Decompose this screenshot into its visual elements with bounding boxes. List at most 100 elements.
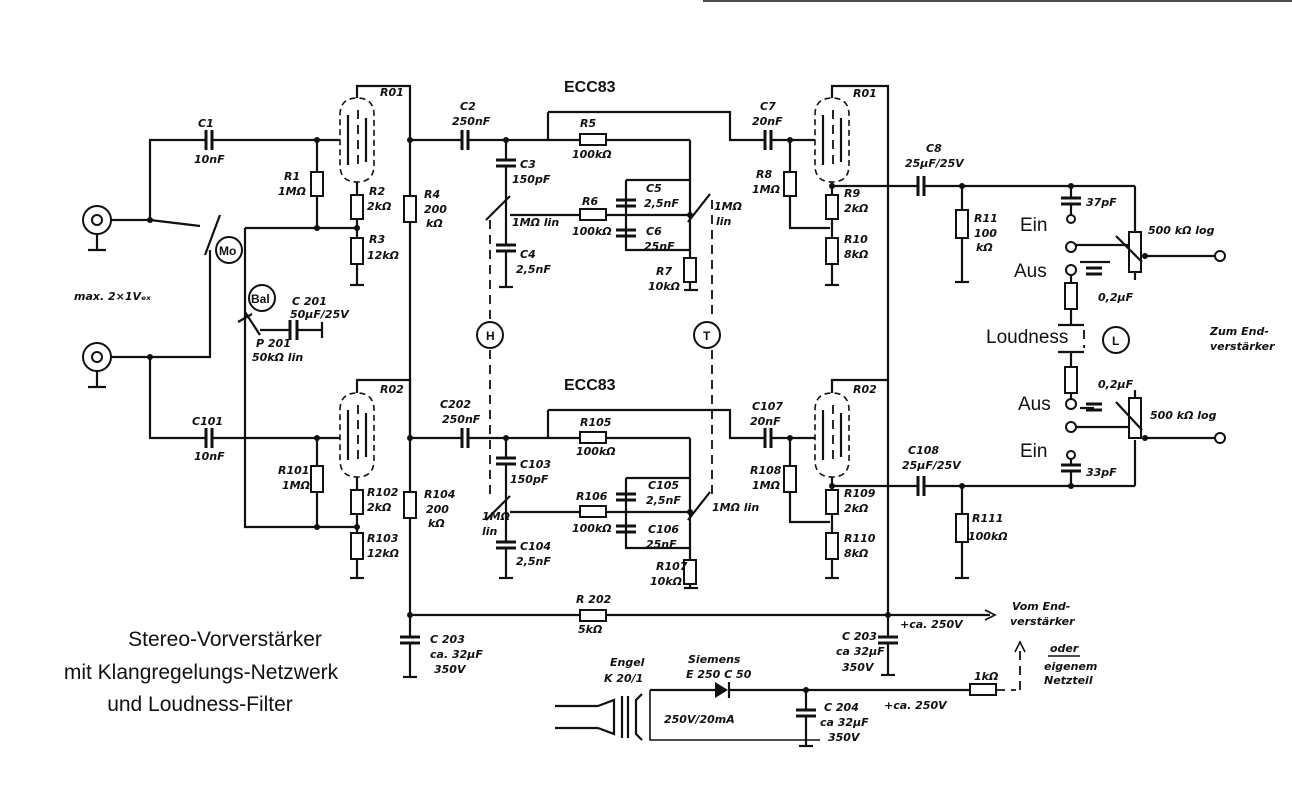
component-label: 150pF [510,473,549,486]
switch-aus-top: Aus [1014,261,1047,282]
component-label: 2,5nF [644,197,679,210]
component-label: 250nF [452,115,491,128]
caption-line-2: mit Klangregelungs-Netzwerk [64,661,339,684]
component-label: R104 [424,488,455,501]
component-label: C 203 [842,630,877,643]
component-label: Vom End- [1012,600,1070,613]
component-label: 20nF [750,415,781,428]
input-jack-right [82,342,112,389]
component-label: R8 [756,168,772,181]
component-label: R9 [844,187,860,200]
input-level-label: max. 2×1Vₑₓ [74,290,151,303]
component-label: R10 [844,233,868,246]
component-label: P 201 [256,337,291,350]
component-label: 37pF [1086,196,1117,209]
component-label: 0,2µF [1098,291,1134,304]
component-label: kΩ [976,241,993,254]
component-label: 5kΩ [578,623,602,636]
component-label: 10kΩ [650,575,682,588]
caption-line-1: Stereo-Vorverstärker [128,628,322,651]
component-label: C103 [520,458,551,471]
component-label: 500 kΩ log [1148,224,1215,237]
component-label: ca 32µF [820,716,869,729]
component-label: 350V [842,661,875,674]
component-label: 12kΩ [367,249,399,262]
component-label: C3 [520,158,536,171]
component-label: C2 [460,100,476,113]
component-label: 25nF [644,240,675,253]
switch-aus-bottom: Aus [1018,394,1051,415]
component-label: R101 [278,464,309,477]
component-label: 33pF [1086,466,1117,479]
component-label: C202 [440,398,471,411]
component-label: +ca. 250V [884,699,948,712]
treble-control-label: T [703,329,711,343]
component-label: 50kΩ lin [252,351,303,364]
component-label: Netzteil [1044,674,1093,687]
tube-type-top: ECC83 [564,79,616,96]
component-label: R105 [580,416,612,429]
component-label: R02 [853,383,877,396]
component-label: 100kΩ [572,225,612,238]
component-label: 25µF/25V [905,157,965,170]
component-label: 350V [828,731,861,744]
component-label: oder [1050,642,1079,655]
component-label: 100kΩ [572,148,612,161]
component-label: 1MΩ lin [712,501,759,514]
component-label: 1MΩ [714,200,742,213]
input-jack-left [82,205,112,252]
loudness-control-label: L [1112,334,1119,348]
component-label: 100 [974,227,997,240]
component-label: E 250 C 50 [686,668,752,681]
component-label: 12kΩ [367,547,399,560]
component-label: 1MΩ [282,479,310,492]
component-label: eigenem [1044,660,1097,673]
component-label: R106 [576,490,608,503]
component-label: R110 [844,532,876,545]
switch-ein-bottom: Ein [1020,441,1047,462]
component-label: 2,5nF [646,494,681,507]
component-label: C7 [760,100,776,113]
component-label: R 202 [576,593,612,606]
component-label: C5 [646,182,662,195]
component-label: 2kΩ [844,502,868,515]
loudness-label: Loudness [986,327,1068,348]
component-label: 2,5nF [516,263,551,276]
mono-switch-label: Mo [219,244,236,258]
component-label: C 204 [824,701,859,714]
component-label: C101 [192,415,223,428]
component-label: 100kΩ [572,522,612,535]
component-label: 350V [434,663,467,676]
component-label: C107 [752,400,783,413]
component-label: R109 [844,487,876,500]
component-label: 20nF [752,115,783,128]
component-label: 150pF [512,173,551,186]
component-label: R103 [367,532,399,545]
component-label: C8 [926,142,942,155]
tube-type-bottom: ECC83 [564,377,616,394]
component-label: R5 [580,117,596,130]
component-label: 25nF [646,538,677,551]
component-label: 25µF/25V [902,459,962,472]
tube-r02-input [339,392,375,478]
component-label: R11 [974,212,998,225]
component-label: 1MΩ [278,185,306,198]
component-label: R111 [972,512,1003,525]
component-label: R4 [424,188,440,201]
component-label: C1 [198,117,214,130]
component-label: 200 [426,503,449,516]
balance-control-label: Bal [251,292,270,306]
component-label: R108 [750,464,782,477]
switch-ein-top: Ein [1020,215,1047,236]
component-label: 1MΩ [752,479,780,492]
component-label: R6 [582,195,598,208]
component-label: 250V/20mA [664,713,735,726]
component-label: C6 [646,225,662,238]
tube-r01-input [339,97,375,183]
component-label: 8kΩ [844,248,868,261]
component-label: R01 [380,86,404,99]
component-label: R01 [853,87,877,100]
component-label: 250nF [442,413,481,426]
component-label: verstärker [1010,615,1075,628]
component-label: ca 32µF [836,645,885,658]
